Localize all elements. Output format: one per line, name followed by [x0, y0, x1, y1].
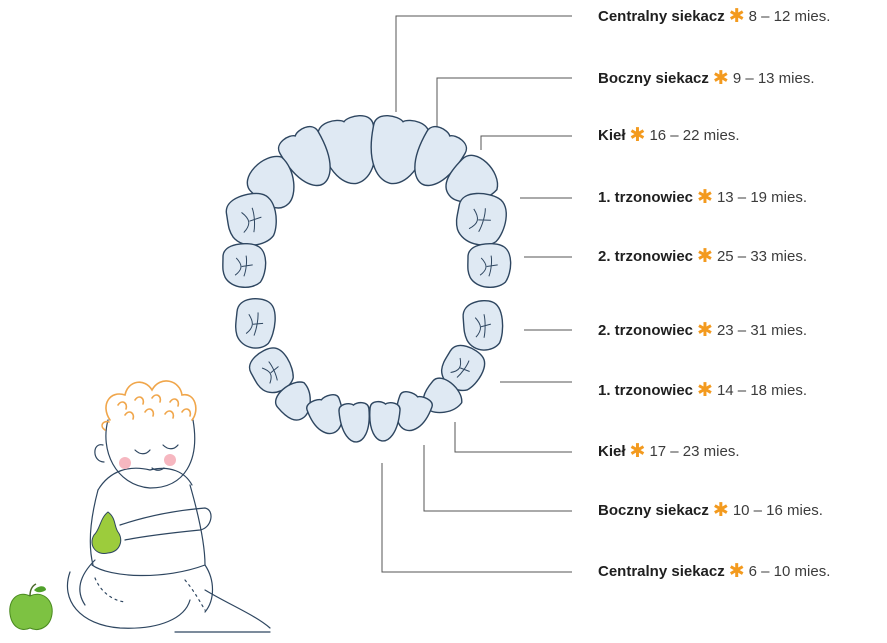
leader-upper-canine — [481, 136, 572, 150]
leader-upper-central-incisor — [396, 16, 572, 112]
asterisk-star-icon: ✱ — [697, 380, 713, 401]
lower-left-second-molar — [462, 299, 505, 352]
label-upper-canine: Kieł✱16 – 22 mies. — [598, 125, 740, 146]
asterisk-star-icon: ✱ — [713, 68, 729, 89]
tooth-name: 2. trzonowiec — [598, 322, 693, 339]
label-upper-second-molar: 2. trzonowiec✱25 – 33 mies. — [598, 246, 807, 267]
leader-lower-canine — [455, 422, 572, 452]
dental-arch — [223, 113, 511, 443]
upper-left-first-molar — [453, 190, 510, 249]
eruption-months: 13 – 19 mies. — [717, 189, 807, 206]
label-lower-central-incisor: Centralny siekacz✱6 – 10 mies. — [598, 561, 830, 582]
asterisk-star-icon: ✱ — [630, 441, 646, 462]
leader-lower-lateral-incisor — [424, 445, 572, 511]
baby-illustration — [67, 420, 270, 632]
asterisk-star-icon: ✱ — [697, 187, 713, 208]
lower-left-central-incisor — [367, 401, 400, 442]
asterisk-star-icon: ✱ — [697, 320, 713, 341]
apple-icon — [10, 584, 52, 629]
asterisk-star-icon: ✱ — [697, 246, 713, 267]
tooth-name: Centralny siekacz — [598, 8, 725, 25]
eruption-months: 6 – 10 mies. — [749, 563, 831, 580]
baby-hair — [102, 381, 196, 430]
upper-left-second-molar — [468, 244, 511, 288]
tooth-name: Kieł — [598, 127, 626, 144]
tooth-name: Boczny siekacz — [598, 70, 709, 87]
eruption-months: 17 – 23 mies. — [649, 443, 739, 460]
tooth-name: Centralny siekacz — [598, 563, 725, 580]
upper-right-second-molar — [223, 244, 266, 288]
lower-right-second-molar — [234, 297, 277, 350]
eruption-months: 25 – 33 mies. — [717, 248, 807, 265]
label-lower-second-molar: 2. trzonowiec✱23 – 31 mies. — [598, 320, 807, 341]
label-upper-central-incisor: Centralny siekacz✱8 – 12 mies. — [598, 6, 830, 27]
asterisk-star-icon: ✱ — [713, 500, 729, 521]
eruption-months: 23 – 31 mies. — [717, 322, 807, 339]
eruption-months: 8 – 12 mies. — [749, 8, 831, 25]
label-lower-lateral-incisor: Boczny siekacz✱10 – 16 mies. — [598, 500, 823, 521]
asterisk-star-icon: ✱ — [630, 125, 646, 146]
eruption-months: 10 – 16 mies. — [733, 502, 823, 519]
eruption-months: 14 – 18 mies. — [717, 382, 807, 399]
label-upper-lateral-incisor: Boczny siekacz✱9 – 13 mies. — [598, 68, 815, 89]
eruption-months: 16 – 22 mies. — [649, 127, 739, 144]
asterisk-star-icon: ✱ — [729, 6, 745, 27]
tooth-name: Boczny siekacz — [598, 502, 709, 519]
label-lower-first-molar: 1. trzonowiec✱14 – 18 mies. — [598, 380, 807, 401]
leader-lower-central-incisor — [382, 463, 572, 572]
tooth-name: 2. trzonowiec — [598, 248, 693, 265]
lower-right-central-incisor — [338, 402, 371, 443]
asterisk-star-icon: ✱ — [729, 561, 745, 582]
tooth-name: 1. trzonowiec — [598, 382, 693, 399]
eruption-months: 9 – 13 mies. — [733, 70, 815, 87]
leader-lines — [382, 16, 572, 572]
tooth-name: 1. trzonowiec — [598, 189, 693, 206]
leader-upper-lateral-incisor — [437, 78, 572, 128]
label-upper-first-molar: 1. trzonowiec✱13 – 19 mies. — [598, 187, 807, 208]
label-lower-canine: Kieł✱17 – 23 mies. — [598, 441, 740, 462]
tooth-name: Kieł — [598, 443, 626, 460]
pear-icon — [92, 512, 121, 554]
